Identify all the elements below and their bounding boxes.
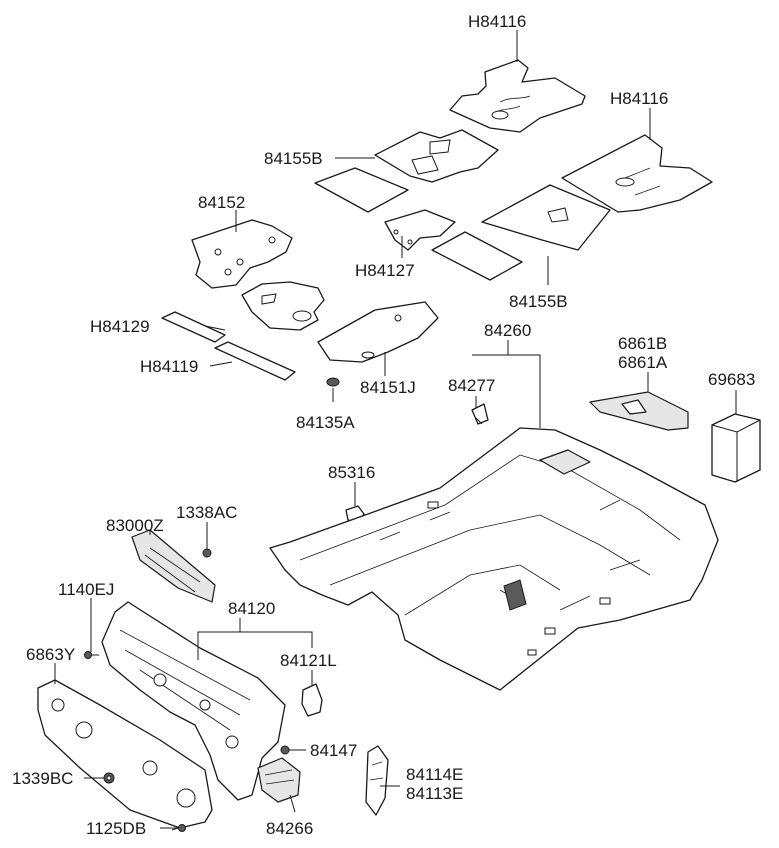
insulator-83000z xyxy=(131,529,216,603)
trim-84114e xyxy=(365,745,389,816)
label-6861b: 6861B xyxy=(618,334,667,353)
label-h84127: H84127 xyxy=(355,261,415,280)
pad-84155b-bottom xyxy=(431,184,611,281)
pad-h84116-right xyxy=(561,134,713,213)
pad-h84129 xyxy=(161,311,226,343)
label-84152: 84152 xyxy=(198,193,245,212)
box-69683 xyxy=(711,413,761,483)
label-h84116-right: H84116 xyxy=(610,89,668,108)
label-69683: 69683 xyxy=(708,370,755,389)
label-1125db: 1125DB xyxy=(86,819,146,838)
cover-6861 xyxy=(589,391,689,431)
label-83000z: 83000Z xyxy=(106,516,164,535)
label-84266: 84266 xyxy=(266,819,313,838)
label-84260: 84260 xyxy=(484,321,531,340)
pad-84155b-top xyxy=(314,129,499,213)
label-h84116-top: H84116 xyxy=(468,12,526,31)
label-84155b-top: 84155B xyxy=(264,149,323,168)
leader-lines xyxy=(54,30,737,829)
label-1338ac: 1338AC xyxy=(176,503,237,522)
pad-h84119 xyxy=(214,341,296,381)
label-84121l: 84121L xyxy=(280,651,337,670)
label-84135a: 84135A xyxy=(296,413,355,432)
nut-1339bc xyxy=(103,772,115,784)
label-84147: 84147 xyxy=(310,741,357,760)
bolt-1140ej xyxy=(84,651,99,659)
label-1339bc: 1339BC xyxy=(12,769,73,788)
label-85316: 85316 xyxy=(328,463,375,482)
label-84151j: 84151J xyxy=(360,378,416,397)
clip-84135a xyxy=(326,377,340,387)
floor-carpet-84260 xyxy=(269,427,719,691)
label-84113e: 84113E xyxy=(406,784,463,803)
bracket-84277 xyxy=(471,403,489,425)
part-labels: H84116 H84116 84155B 84155B 84152 H84127… xyxy=(12,12,755,838)
dash-panel-84120 xyxy=(101,601,286,801)
label-h84129: H84129 xyxy=(90,317,150,336)
label-84114e: 84114E xyxy=(406,765,463,784)
label-h84119: H84119 xyxy=(140,357,198,376)
label-84155b-bottom: 84155B xyxy=(509,292,568,311)
pad-6863y xyxy=(37,679,213,829)
panel-84266 xyxy=(257,757,301,803)
label-84120: 84120 xyxy=(228,599,275,618)
label-1140ej: 1140EJ xyxy=(58,580,114,599)
label-6861a: 6861A xyxy=(618,353,668,372)
pad-84152 xyxy=(191,219,325,331)
label-6863y: 6863Y xyxy=(26,645,75,664)
bracket-84121l xyxy=(301,683,323,717)
clip-1338ac xyxy=(202,548,212,558)
pad-84151j xyxy=(317,301,439,363)
pad-h84116-top xyxy=(449,59,586,133)
clip-84147 xyxy=(280,745,290,755)
label-84277: 84277 xyxy=(448,376,495,395)
